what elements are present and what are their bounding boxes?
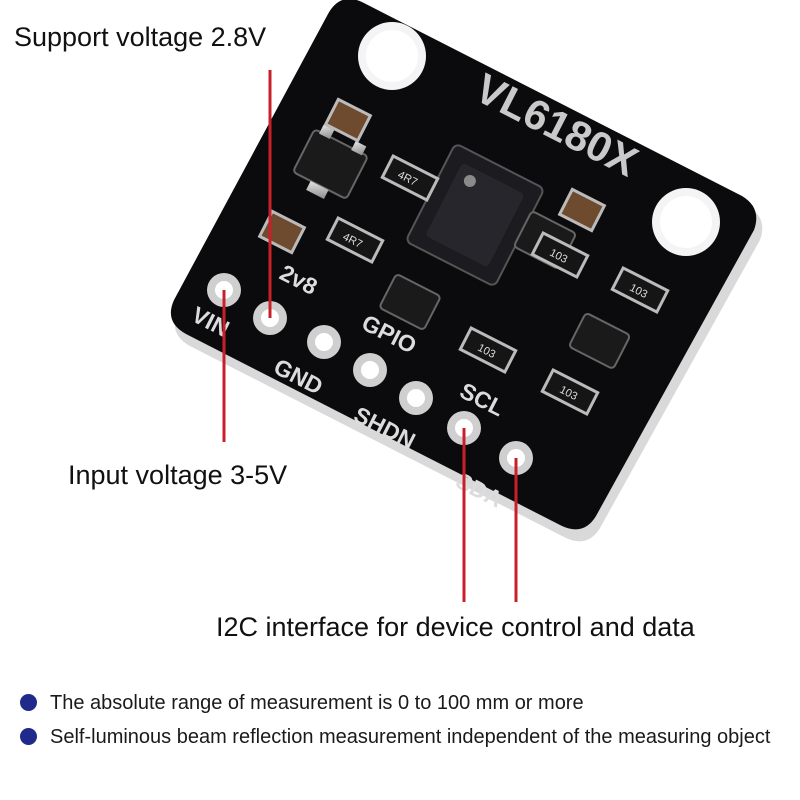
input-voltage-caption: Input voltage 3-5V [68,460,288,490]
capacitor-right [557,187,607,233]
feature-text: Self-luminous beam reflection measuremen… [50,726,771,748]
resistor-4r7-b: 4R7 [325,215,385,265]
support-voltage-caption: Support voltage 2.8V [14,22,267,52]
mounting-hole-left [358,22,426,90]
feature-bullet-measurement: Self-luminous beam reflection measuremen… [20,722,790,752]
regulator-chip [293,124,368,199]
capacitor-top [323,97,373,143]
bullet-dot-icon [20,694,37,711]
feature-bullet-range: The absolute range of measurement is 0 t… [20,688,790,718]
resistor-4r7-a: 4R7 [380,153,440,203]
resistor-103-d: 103 [540,367,600,417]
pin-hole-gnd [307,325,341,359]
resistor-103-c: 103 [458,325,518,375]
feature-text: The absolute range of measurement is 0 t… [50,692,584,714]
mosfet-chip-gpio [379,274,441,330]
mosfet-chip-lower [569,312,631,369]
mounting-hole-right [652,188,720,256]
resistor-103-b: 103 [610,265,670,315]
bullet-dot-icon [20,728,37,745]
feature-list: The absolute range of measurement is 0 t… [20,688,790,756]
vl6180x-sensor-chip [406,144,544,286]
i2c-interface-caption: I2C interface for device control and dat… [216,612,695,642]
pin-hole-gpio [353,353,387,387]
resistor-103-a: 103 [530,230,590,280]
pin-hole-shdn [399,381,433,415]
